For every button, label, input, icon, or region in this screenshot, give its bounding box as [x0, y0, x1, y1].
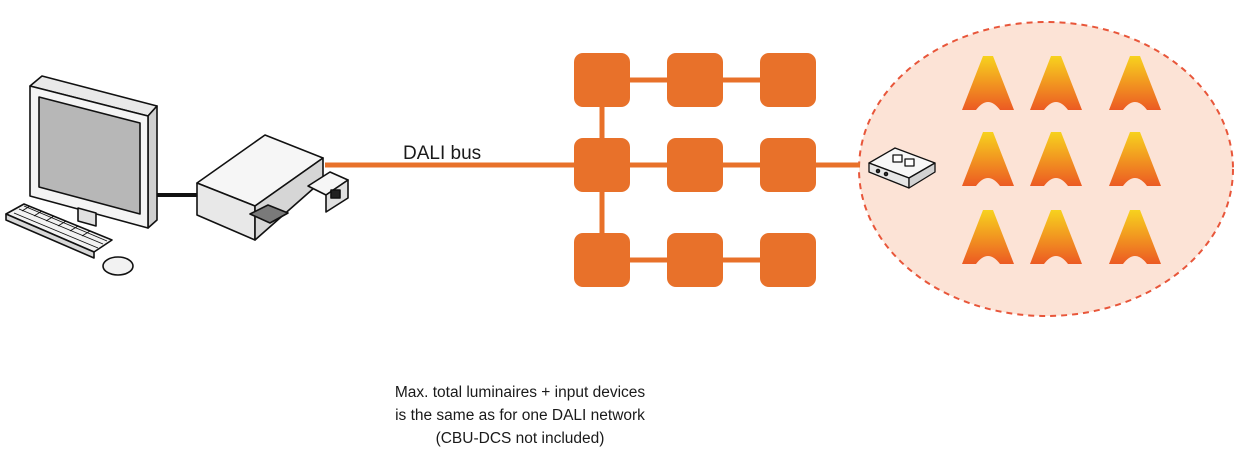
monitor-stand	[77, 207, 97, 227]
dali-controller-icon	[196, 134, 349, 241]
luminaire-icon	[962, 132, 1014, 186]
mouse	[102, 256, 134, 276]
luminaire-icon	[1030, 132, 1082, 186]
network-nodes	[574, 53, 816, 287]
luminaire-icon	[962, 210, 1014, 264]
caption-line-1: Max. total luminaires + input devices	[394, 384, 646, 401]
input-device-button	[892, 154, 903, 163]
luminaire-grid	[962, 56, 1161, 264]
luminaire-icon	[1030, 56, 1082, 110]
keyboard-edge	[5, 213, 95, 259]
input-device-led	[875, 168, 881, 174]
network-node	[667, 138, 723, 192]
network-node	[760, 233, 816, 287]
network-node	[760, 138, 816, 192]
luminaire-icon	[1109, 132, 1161, 186]
caption-line-3: (CBU-DCS not included)	[435, 430, 605, 447]
monitor-side	[147, 105, 158, 229]
luminaire-icon	[1109, 210, 1161, 264]
keyboard-keys	[13, 205, 108, 249]
network-lines	[599, 77, 860, 263]
input-device-led	[883, 171, 889, 177]
luminaire-icon	[962, 56, 1014, 110]
computer-icon	[5, 75, 158, 276]
luminaire-icon	[1109, 56, 1161, 110]
dali-bus-label: DALI bus	[403, 143, 481, 164]
network-node	[574, 233, 630, 287]
monitor-screen	[38, 96, 141, 215]
diagram-caption: Max. total luminaires + input devices is…	[300, 381, 740, 450]
network-node	[667, 53, 723, 107]
network-node	[760, 53, 816, 107]
network-node	[574, 138, 630, 192]
input-device-side	[908, 162, 936, 189]
network-node	[667, 233, 723, 287]
caption-line-2: is the same as for one DALI network	[395, 407, 645, 424]
controller-slot	[249, 204, 289, 224]
controller-port	[330, 189, 341, 199]
luminaire-icon	[1030, 210, 1082, 264]
input-device-icon	[868, 147, 936, 189]
input-device-button	[904, 158, 915, 167]
network-node	[574, 53, 630, 107]
